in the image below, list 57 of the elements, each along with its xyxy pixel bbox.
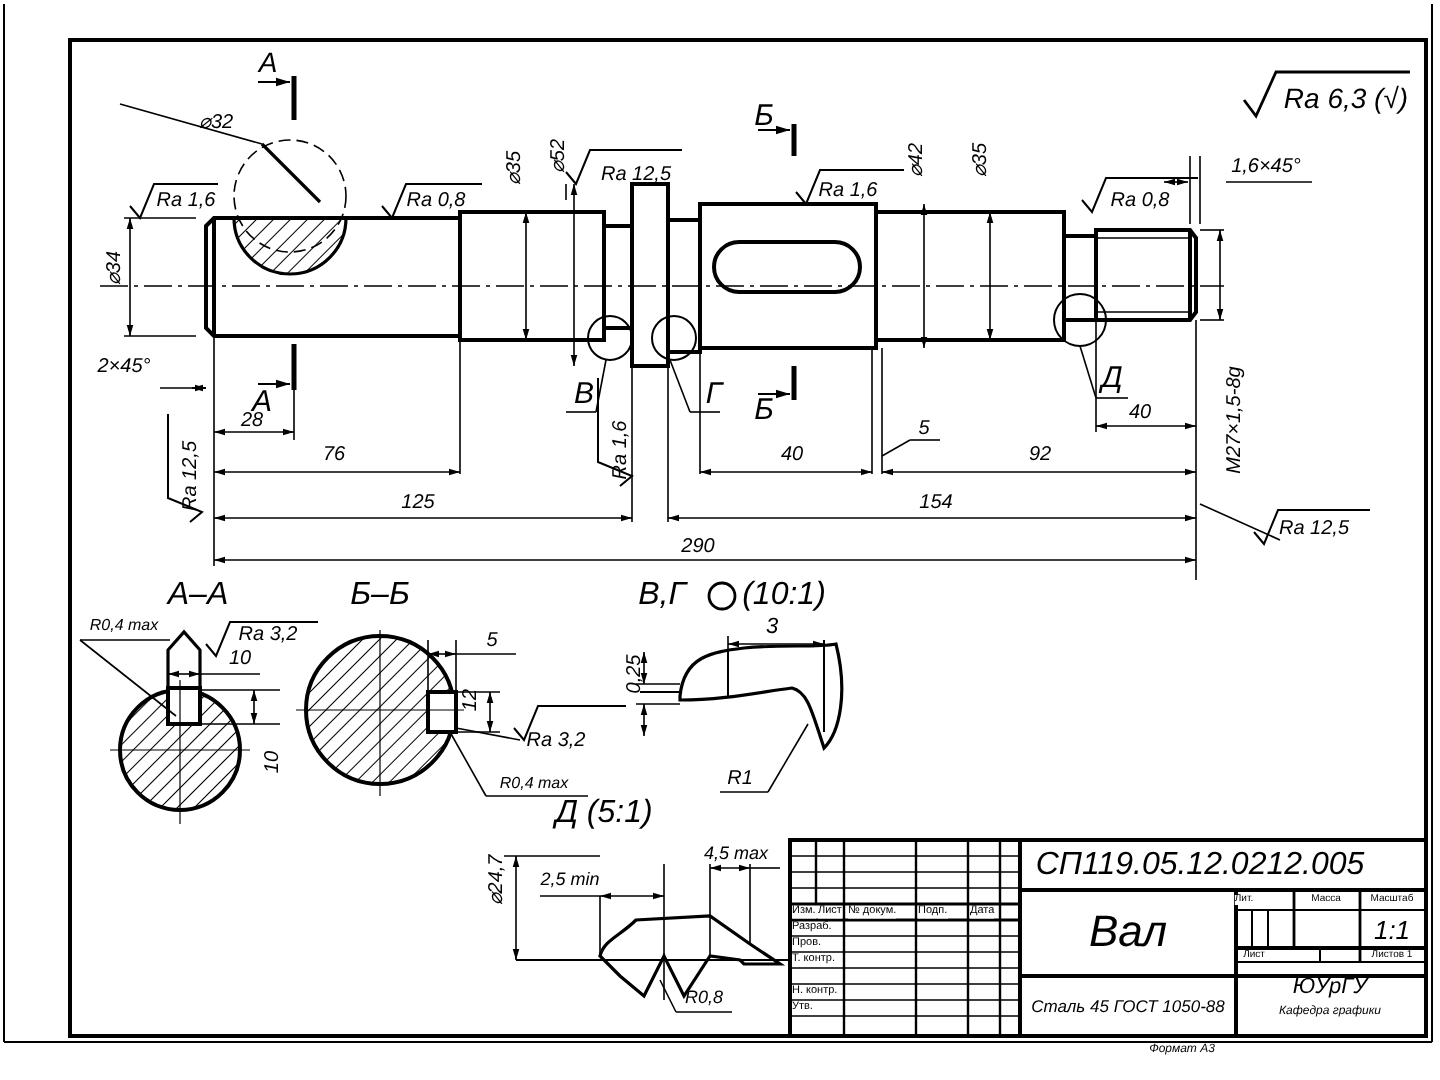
section-letter: Д (1101, 363, 1123, 393)
dimension-text: ⌀35 (506, 150, 526, 186)
dimension-text: R0,4 max (499, 776, 569, 792)
section-letter: Г (705, 379, 723, 409)
dimension-text: 10 (228, 650, 252, 670)
view-title: Д (5:1) (555, 798, 653, 830)
roughness-text: Ra 0,8 (406, 192, 466, 212)
view-title: Б–Б (350, 580, 410, 612)
dimension-text: R0,4 max (89, 618, 159, 634)
dimension-text: ⌀34 (106, 250, 126, 286)
roughness-text: Ra 3,2 (238, 626, 298, 646)
dimension-text: ⌀35 (972, 142, 992, 178)
dimension-text: 12 (462, 688, 482, 712)
section-letter: А (258, 48, 278, 76)
dimension-text: 3 (765, 617, 779, 639)
dimension-text: 5 (486, 632, 498, 652)
dimension-text: 10 (264, 750, 284, 774)
dimension-text: 92 (1028, 446, 1052, 466)
view-title: (10:1) (742, 580, 826, 612)
dimension-text: 2×45° (97, 358, 151, 378)
roughness-text: Ra 3,2 (526, 732, 586, 752)
dimension-text: 5 (918, 420, 930, 440)
dimension-text: 2,5 min (540, 871, 600, 889)
organization-text: ЮУрГУ (1292, 977, 1368, 999)
section-letter: В (574, 379, 594, 409)
section-letter: Б (754, 101, 774, 131)
dimension-text: 0,25 (626, 654, 646, 694)
dimension-text: R1 (727, 770, 753, 790)
dimension-text: 125 (401, 494, 435, 514)
roughness-text: Ra 0,8 (1110, 192, 1170, 212)
section-letter: Б (754, 395, 774, 425)
dimension-text: 28 (240, 412, 264, 432)
dimension-text: R0,8 (685, 989, 723, 1007)
dimension-text: 290 (681, 538, 715, 558)
roughness-text: Ra 1,6 (612, 420, 632, 480)
dimension-text: ⌀42 (908, 142, 928, 178)
dimension-text: 154 (919, 494, 953, 514)
dimension-text: 40 (1128, 404, 1152, 424)
dimension-text: ⌀52 (550, 138, 570, 174)
view-title: В,Г (638, 580, 686, 612)
roughness-text: Ra 1,6 (818, 182, 878, 202)
roughness-text: Ra 6,3 (√) (1283, 84, 1409, 112)
roughness-text: Ra 12,5 (1278, 520, 1350, 540)
view-title: А–А (167, 580, 229, 612)
dimension-text: ⌀24,7 (488, 854, 508, 906)
dimension-text: ⌀32 (198, 114, 234, 134)
material-text: Сталь 45 ГОСТ 1050-88 (1031, 997, 1225, 1015)
part-name: Вал (1088, 910, 1168, 954)
dimension-text: 4,5 max (704, 845, 768, 863)
dimension-text: M27×1,5-8g (1226, 366, 1246, 474)
drawing-number: СП119.05.12.0212.005 (1035, 850, 1365, 882)
dimension-text: 76 (322, 446, 346, 466)
scale-value: 1:1 (1373, 917, 1411, 943)
dimension-text: 1,6×45° (1231, 158, 1301, 178)
dimension-text: 40 (780, 446, 804, 466)
roughness-text: Ra 12,5 (600, 166, 672, 186)
roughness-text: Ra 1,6 (156, 192, 216, 212)
